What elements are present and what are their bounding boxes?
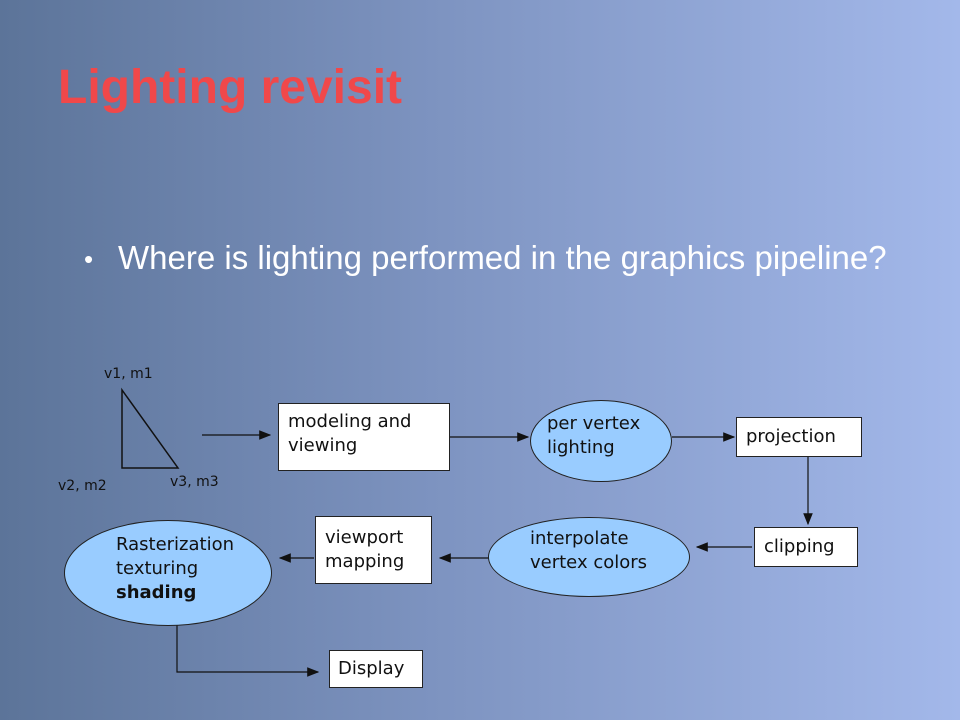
rasterization-line-1: Rasterization [116, 534, 235, 555]
per-vertex-lighting-line-1: per vertex [547, 413, 641, 434]
vertex-label-v1: v1, m1 [104, 366, 153, 382]
bullet-text: Where is lighting performed in the graph… [118, 239, 887, 276]
clipping-box: clipping [754, 527, 858, 567]
per-vertex-lighting-line-2: lighting [547, 437, 615, 458]
viewport-mapping-box: viewport mapping [315, 516, 432, 584]
per-vertex-lighting-ellipse [530, 400, 672, 482]
interpolate-line-2: vertex colors [530, 552, 648, 573]
per-vertex-lighting-label: per vertex lighting [547, 412, 640, 460]
rasterization-label: Rasterization texturing shading [116, 533, 234, 605]
bullet-dot-icon: • [84, 244, 94, 274]
arrow-raster-to-display [176, 625, 320, 677]
modeling-viewing-line-1: modeling and [288, 411, 412, 432]
vertex-label-v2: v2, m2 [58, 478, 107, 494]
rasterization-line-2: texturing [116, 558, 199, 579]
projection-box: projection [736, 417, 862, 457]
modeling-viewing-box: modeling and viewing [278, 403, 450, 471]
viewport-mapping-line-1: viewport [325, 527, 404, 548]
interpolate-vertex-colors-ellipse [488, 517, 690, 597]
modeling-viewing-line-2: viewing [288, 435, 358, 456]
vertex-label-v3: v3, m3 [170, 474, 219, 490]
slide-title: Lighting revisit [58, 61, 403, 114]
rasterization-ellipse [64, 520, 272, 626]
rasterization-line-3: shading [116, 582, 197, 603]
interpolate-line-1: interpolate [530, 528, 629, 549]
viewport-mapping-line-2: mapping [325, 551, 405, 572]
triangle-shape [121, 387, 180, 469]
display-box: Display [329, 650, 423, 688]
interpolate-vertex-colors-label: interpolate vertex colors [530, 527, 647, 575]
